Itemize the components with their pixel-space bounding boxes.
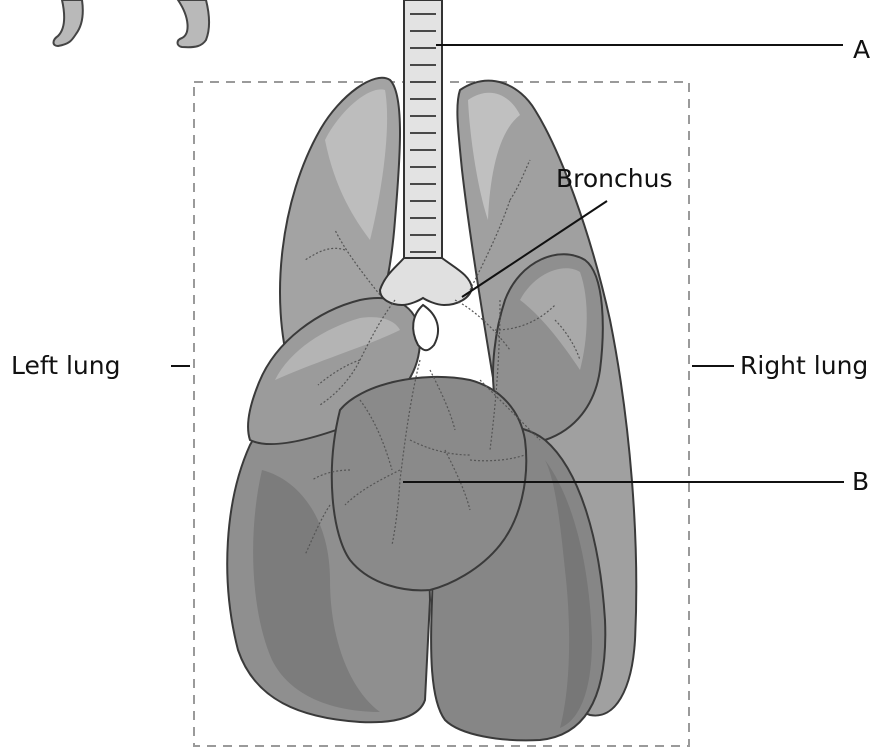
- label-bronchus: Bronchus: [556, 166, 672, 191]
- label-b: B: [852, 469, 869, 494]
- animal-legs-icon: [54, 0, 210, 47]
- label-left-lung: Left lung: [11, 353, 121, 378]
- label-a: A: [853, 37, 870, 62]
- label-right-lung: Right lung: [740, 353, 868, 378]
- trachea-shape: [404, 0, 442, 262]
